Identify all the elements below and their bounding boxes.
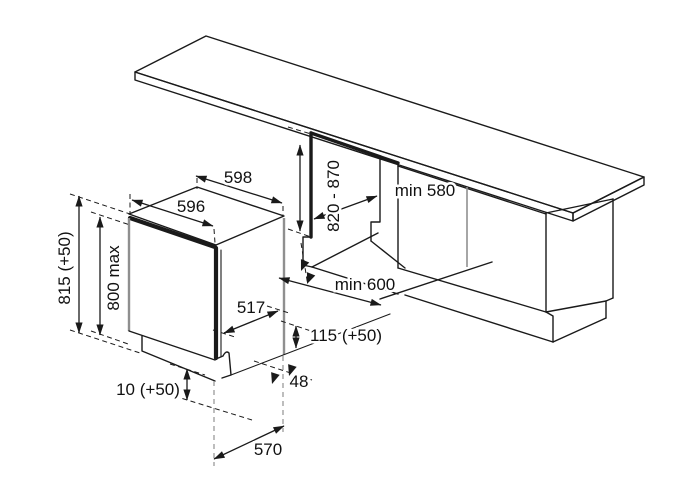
dimension-arrows xyxy=(75,144,382,460)
label-base-recess: 48 xyxy=(290,372,309,391)
label-niche-height: 820 - 870 xyxy=(324,160,343,232)
label-base-depth: 570 xyxy=(254,440,282,459)
appliance-foot xyxy=(215,351,232,379)
label-niche-width: min 600 xyxy=(335,275,395,294)
dimension-labels: 598 596 820 - 870 min 580 815 (+50) 800 … xyxy=(53,158,458,462)
label-door-height: 800 max xyxy=(104,245,123,311)
label-foot-adjustment: 10 (+50) xyxy=(116,380,180,399)
cabinet-run xyxy=(309,131,614,343)
appliance-top-face xyxy=(128,186,285,246)
niche-opening xyxy=(302,131,406,295)
label-door-depth: 517 xyxy=(237,298,265,317)
label-front-width: 596 xyxy=(177,197,205,216)
label-top-width: 598 xyxy=(224,168,252,187)
label-appliance-height: 815 (+50) xyxy=(55,231,74,304)
worktop xyxy=(134,35,645,222)
appliance-door-bottom-edge xyxy=(128,330,216,361)
label-plinth-height: 115 (+50) xyxy=(310,326,382,345)
label-niche-depth: min 580 xyxy=(395,181,455,200)
